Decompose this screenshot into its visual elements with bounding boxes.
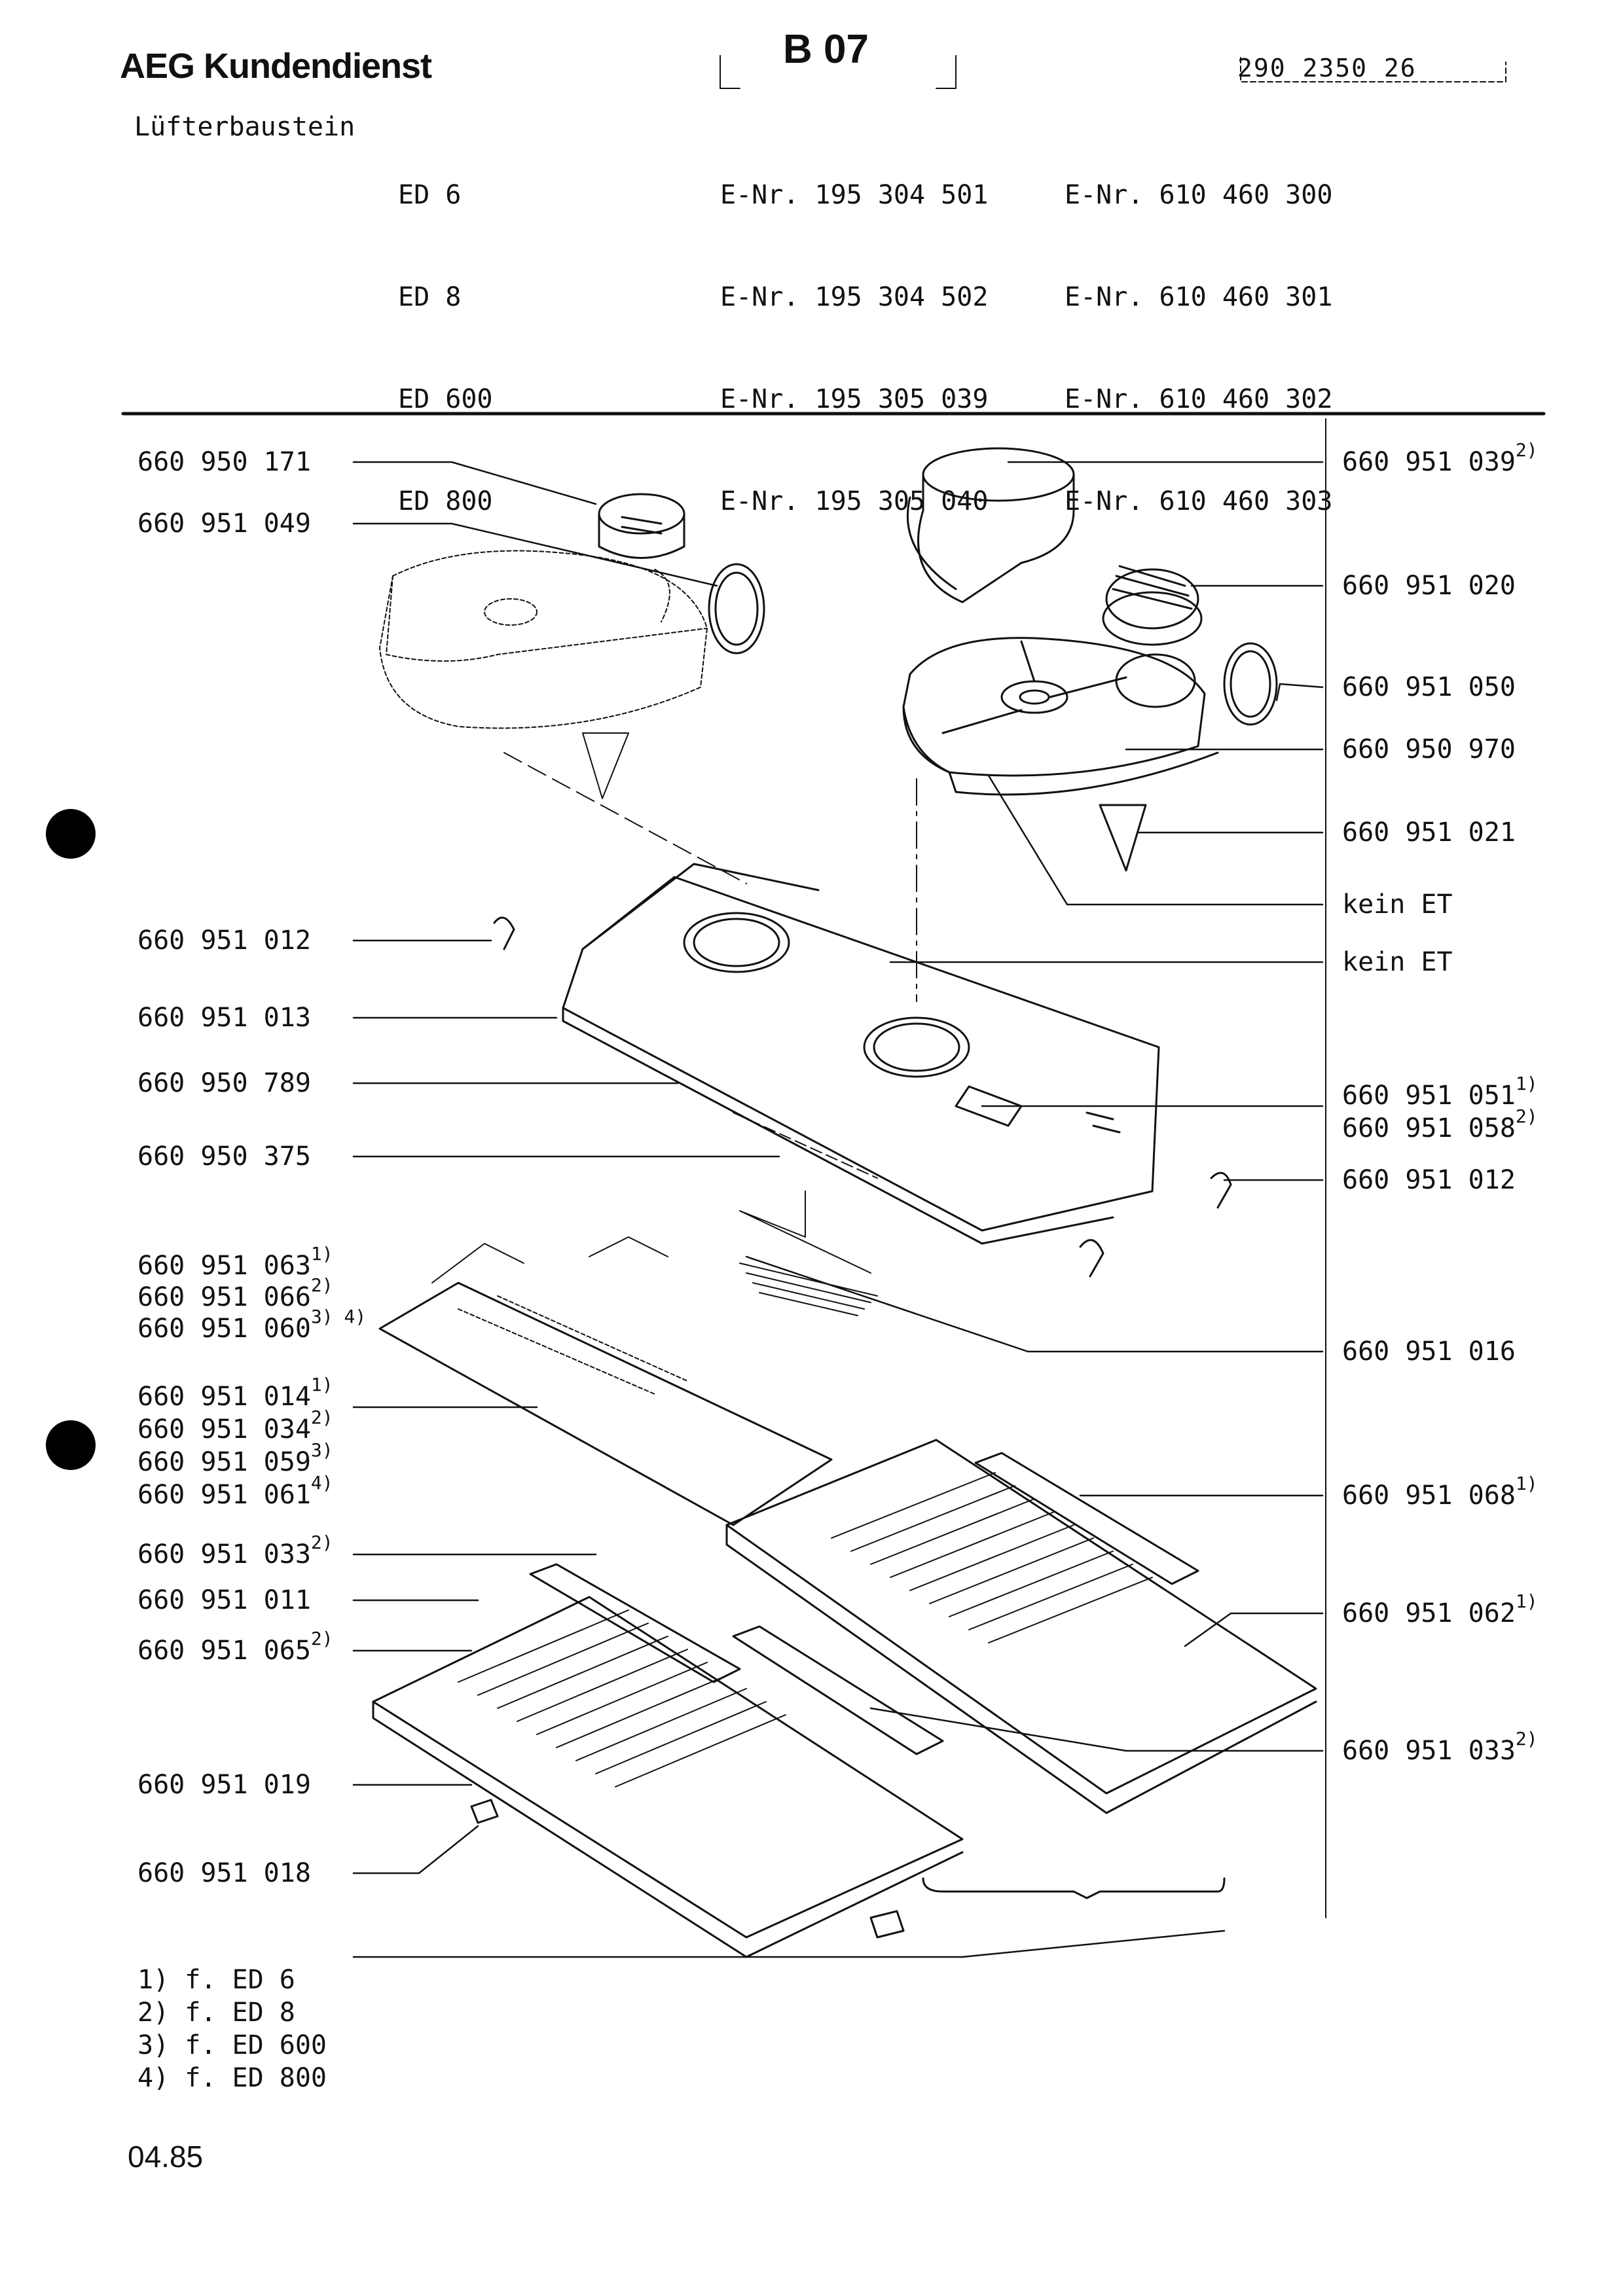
part-label: 660 951 016 <box>1342 1336 1516 1367</box>
part-label: 660 951 0511) <box>1342 1073 1538 1111</box>
part-label: 660 951 012 <box>137 925 311 956</box>
footnote: 2) f. ED 8 <box>137 1998 295 2028</box>
footnote: 3) f. ED 600 <box>137 2030 327 2060</box>
part-label: 660 951 0614) <box>137 1472 333 1511</box>
e-nr: E-Nr. 195 304 501 <box>720 180 989 210</box>
assembly-axis <box>733 1112 878 1179</box>
filter-mesh <box>739 1263 878 1316</box>
seal-ring-left <box>708 563 765 655</box>
punch-hole-marker <box>46 809 96 859</box>
assembly-axis <box>503 752 747 884</box>
part-label: 660 951 0603) 4) <box>137 1306 367 1344</box>
clip <box>493 916 515 950</box>
e-nr: E-Nr. 610 460 300 <box>1065 180 1333 210</box>
group-brace <box>922 1877 1226 1899</box>
part-label: 660 951 013 <box>137 1003 311 1033</box>
part-label: 660 951 0593) <box>137 1439 333 1478</box>
code-bracket <box>720 55 957 89</box>
e-nr: E-Nr. 610 460 303 <box>1065 486 1333 516</box>
filter-strip <box>529 1563 741 1683</box>
footnotes: 1) f. ED 6 2) f. ED 8 3) f. ED 600 4) f.… <box>137 1964 327 2094</box>
filter-frame <box>739 1191 871 1274</box>
part-label: 660 951 0662) <box>137 1274 333 1313</box>
filter-strip <box>974 1452 1199 1585</box>
grille-lower <box>372 1596 964 1958</box>
leader-lines-right <box>745 461 1324 1752</box>
part-label: 660 951 019 <box>137 1770 311 1800</box>
e-nr: E-Nr. 195 304 502 <box>720 282 989 312</box>
part-label: 660 951 011 <box>137 1585 311 1615</box>
e-nr: E-Nr. 610 460 301 <box>1065 282 1333 312</box>
fan-housing-ghost <box>379 550 708 729</box>
round-grille <box>1102 565 1203 646</box>
part-label: 660 951 0621) <box>1342 1590 1538 1629</box>
clip <box>1210 1172 1232 1209</box>
footnote: 4) f. ED 800 <box>137 2063 327 2093</box>
e-nr-list-a: E-Nr. 195 304 501 E-Nr. 195 304 502 E-Nr… <box>720 110 988 552</box>
document-number: 290 2350 26 <box>1237 54 1417 82</box>
part-label: 660 951 0681) <box>1342 1473 1538 1511</box>
part-label: 660 951 018 <box>137 1858 311 1888</box>
clip <box>470 1799 499 1824</box>
part-label: 660 951 0342) <box>137 1407 333 1445</box>
part-label: kein ET <box>1342 889 1453 920</box>
footnote: 1) f. ED 6 <box>137 1965 295 1995</box>
doc-number-frame <box>1240 57 1506 82</box>
part-label: 660 951 050 <box>1342 672 1516 702</box>
part-label: 660 950 970 <box>1342 734 1516 764</box>
model: ED 8 <box>398 282 462 312</box>
seal-ring-right <box>1223 642 1278 726</box>
part-label: 660 951 0332) <box>1342 1728 1538 1767</box>
part-label: 660 951 012 <box>1342 1165 1516 1195</box>
e-nr: E-Nr. 610 460 302 <box>1065 384 1333 414</box>
page-code: B 07 <box>783 27 869 72</box>
part-label: 660 950 171 <box>137 447 311 477</box>
elbow-duct <box>906 447 1075 603</box>
part-label: 660 951 0582) <box>1342 1105 1538 1144</box>
brand-title: AEG Kundendienst <box>120 46 432 86</box>
part-label: 660 951 0332) <box>137 1532 333 1570</box>
e-nr-list-b: E-Nr. 610 460 300 E-Nr. 610 460 301 E-Nr… <box>1065 110 1332 552</box>
model-list: ED 6 ED 8 ED 600 ED 800 <box>398 110 493 552</box>
part-label: 660 951 0392) <box>1342 439 1538 478</box>
part-label: 660 950 375 <box>137 1141 311 1172</box>
part-label: 660 951 0631) <box>137 1243 333 1282</box>
clip <box>869 1910 905 1939</box>
filter-mat <box>378 1236 833 1526</box>
base-plate <box>562 863 1160 1245</box>
e-nr: E-Nr. 195 305 039 <box>720 384 989 414</box>
model: ED 600 <box>398 384 493 414</box>
model: ED 6 <box>398 180 462 210</box>
fan-housing-main <box>902 637 1219 796</box>
part-label: 660 951 0652) <box>137 1628 333 1666</box>
punch-hole-marker <box>46 1420 96 1470</box>
duct-ring-left <box>598 493 685 559</box>
grille-upper <box>725 1439 1317 1814</box>
model: ED 800 <box>398 486 493 516</box>
part-label: 660 951 021 <box>1342 817 1516 848</box>
part-label: 660 951 0141) <box>137 1374 333 1412</box>
part-label: 660 951 020 <box>1342 571 1516 601</box>
part-label: 660 950 789 <box>137 1068 311 1098</box>
filter-strip <box>732 1625 944 1755</box>
clip <box>1079 1239 1104 1278</box>
e-nr: E-Nr. 195 305 040 <box>720 486 989 516</box>
part-label: 660 951 049 <box>137 509 311 539</box>
issue-date: 04.85 <box>128 2140 204 2174</box>
part-label: kein ET <box>1342 947 1453 977</box>
product-name: Lüfterbaustein <box>134 112 356 142</box>
leader-lines-left <box>352 461 1226 1958</box>
bracket <box>1099 804 1147 872</box>
bracket-ghost <box>582 732 629 799</box>
